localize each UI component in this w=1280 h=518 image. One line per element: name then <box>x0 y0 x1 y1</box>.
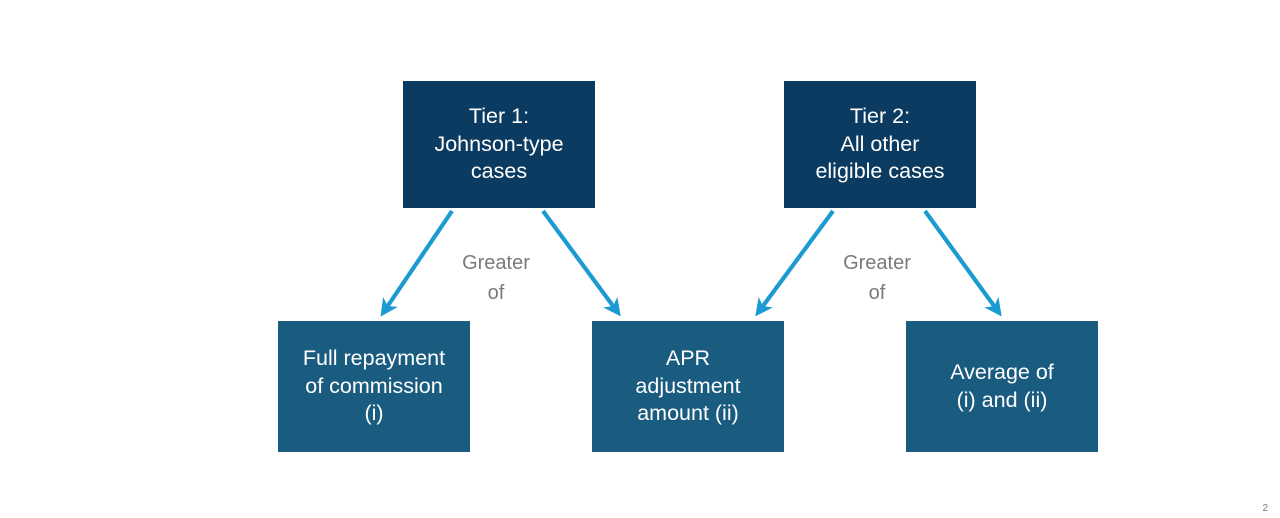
node-tier-1[interactable]: Tier 1: Johnson-type cases <box>403 81 595 208</box>
arrow-tier2-to-apr-adjustment <box>755 209 835 317</box>
arrow-tier1-to-full-repayment <box>380 209 454 317</box>
node-full-repayment-of-commission-label: Full repayment of commission (i) <box>302 345 446 426</box>
node-full-repayment-of-commission[interactable]: Full repayment of commission (i) <box>278 321 470 452</box>
node-apr-adjustment-amount[interactable]: APR adjustment amount (ii) <box>592 321 784 452</box>
node-tier-1-label: Tier 1: Johnson-type cases <box>434 103 564 184</box>
page-number: 2 <box>1262 503 1268 514</box>
node-tier-2[interactable]: Tier 2: All other eligible cases <box>784 81 976 208</box>
node-tier-2-label: Tier 2: All other eligible cases <box>815 103 945 184</box>
node-average-of-i-and-ii[interactable]: Average of (i) and (ii) <box>906 321 1098 452</box>
connector-label-tier-1-greater-of: Greater of <box>462 252 530 305</box>
node-average-of-i-and-ii-label: Average of (i) and (ii) <box>950 359 1054 412</box>
connector-label-tier-2-greater-of: Greater of <box>843 252 911 305</box>
arrow-tier1-to-apr-adjustment <box>541 209 621 317</box>
arrow-tier2-to-average <box>923 209 1002 317</box>
node-apr-adjustment-amount-label: APR adjustment amount (ii) <box>635 345 741 426</box>
